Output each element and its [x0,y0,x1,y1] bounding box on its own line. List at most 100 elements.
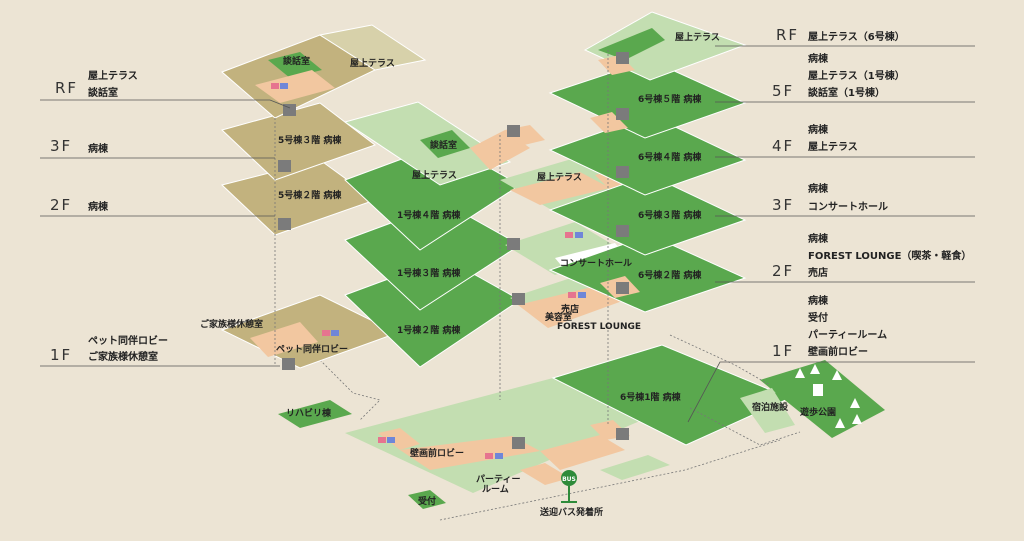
w5-rf-terrace-plate[interactable] [318,24,427,71]
restroom-icon [575,232,583,238]
label-party-room: パーティールーム [476,473,520,495]
floor-item: 病棟 [88,200,109,213]
left-floor-1f: 1F ペット同伴ロビー ご家族様休憩室 [40,334,280,367]
label-w5-rf-room: 談話室 [283,55,310,67]
label-bus-stop: 送迎バス発着所 [539,506,603,518]
reception-block[interactable] [408,490,446,509]
label-w5-1f-family: ご家族様休憩室 [200,318,263,330]
label-salon: 美容室 [545,311,572,323]
w6-rf-corridor [598,55,635,75]
corridor-1f [378,428,420,450]
floor-item: 受付 [808,311,828,324]
restroom-icon [568,292,576,298]
label-reception: 受付 [418,495,436,507]
label-w6-4f: 6号棟４階 病棟 [638,151,702,163]
elevator-icon [616,282,629,294]
label-w1-2f: 1号棟２階 病棟 [397,324,461,336]
lodging-area[interactable] [740,388,795,433]
floor-code: 2F [50,196,72,214]
label-w6-2f: 6号棟２階 病棟 [638,269,702,281]
label-w6-1f: 6号棟1階 病棟 [620,391,682,403]
w6-rf-green [598,28,665,60]
label-w1-3f: 1号棟３階 病棟 [397,267,461,279]
elevator-icon [282,358,295,370]
tree-icon [850,398,860,408]
floor-item: 屋上テラス [88,69,138,82]
label-w5-3f: 5号棟３階 病棟 [278,134,342,146]
floor-item: 病棟 [808,294,829,307]
label-w5-1f-pet: ペット同伴ロビー [276,343,348,355]
restroom-icon [387,437,395,443]
floor-item: 屋上テラス（1号棟） [808,69,905,82]
elevator-icon [507,125,520,137]
tree-icon [835,418,845,428]
floor-code: RF [55,79,78,97]
label-w6-3f: 6号棟３階 病棟 [638,209,702,221]
restroom-icons [271,83,586,459]
floor-item: ペット同伴ロビー [88,334,168,347]
elevator-icon [507,238,520,250]
floor-item: 売店 [808,266,828,279]
label-w6-rf-terrace: 屋上テラス [675,31,720,43]
elevator-icon [512,293,525,305]
restroom-icon [331,330,339,336]
label-park: 遊歩公園 [800,406,836,418]
bus-stop-sign[interactable]: BUS [561,470,577,503]
elevator-icons [278,52,629,449]
left-floor-2f: 2F 病棟 [40,196,275,217]
label-w5-2f: 5号棟２階 病棟 [278,189,342,201]
leader-line [687,361,975,423]
bus-sign-label: BUS [562,476,576,483]
label-shop: 売店 [561,303,579,315]
tree-icon [852,414,862,424]
floor-item: ご家族様休憩室 [88,350,158,363]
elevator-icon [616,428,629,440]
tower-icon [813,384,823,396]
floor-code: 3F [772,196,794,214]
right-floor-1f: 1F 病棟 受付 パーティールーム 壁画前ロビー [687,294,975,423]
restroom-icon [271,83,279,89]
floor-item: 病棟 [808,123,829,136]
restroom-icon [565,232,573,238]
restroom-icon [495,453,503,459]
tree-icon [810,364,820,374]
label-concert-hall: コンサートホール [560,258,632,269]
floor-item: FOREST LOUNGE（喫茶・軽食） [808,249,971,262]
elevator-icon [512,437,525,449]
park-trees [795,364,862,428]
corridor-1f [540,435,625,470]
restroom-icon [280,83,288,89]
floor-code: 1F [772,342,794,360]
floor-code: RF [776,26,799,44]
floor-code: 3F [50,137,72,155]
floor-item: 談話室（1号棟） [808,86,885,99]
left-floor-3f: 3F 病棟 [40,137,275,159]
w6-3f-plate[interactable] [548,174,747,256]
floor-code: 2F [772,262,794,280]
right-floor-4f: 4F 病棟 屋上テラス [715,123,975,158]
label-w5-rf-terrace: 屋上テラス [350,57,395,69]
restroom-icon [322,330,330,336]
right-floor-5f: 5F 病棟 屋上テラス（1号棟） 談話室（1号棟） [715,52,975,103]
rehab-building[interactable] [278,400,352,428]
corridor-1f [520,463,570,485]
elevator-icon [278,218,291,230]
park-area[interactable] [760,360,885,438]
label-w1-5f-terrace: 屋上テラス [412,169,457,181]
ground-path-line [439,439,781,521]
label-lodging: 宿泊施設 [752,401,789,413]
elevator-icon [616,166,629,178]
elevator-icon [616,225,629,237]
label-forest-lounge: FOREST LOUNGE [557,322,641,332]
floor-item: 談話室 [88,86,118,99]
floor-item: 壁画前ロビー [808,345,868,358]
elevator-icon [278,160,291,172]
w6-2f-plate[interactable] [548,234,747,313]
w5-1f-corridor [250,322,318,357]
floor-code: 5F [772,82,794,100]
label-rehab: リハビリ棟 [286,407,332,419]
floor-item: 屋上テラス（6号棟） [808,30,905,43]
w1-5f-room[interactable] [420,130,470,158]
